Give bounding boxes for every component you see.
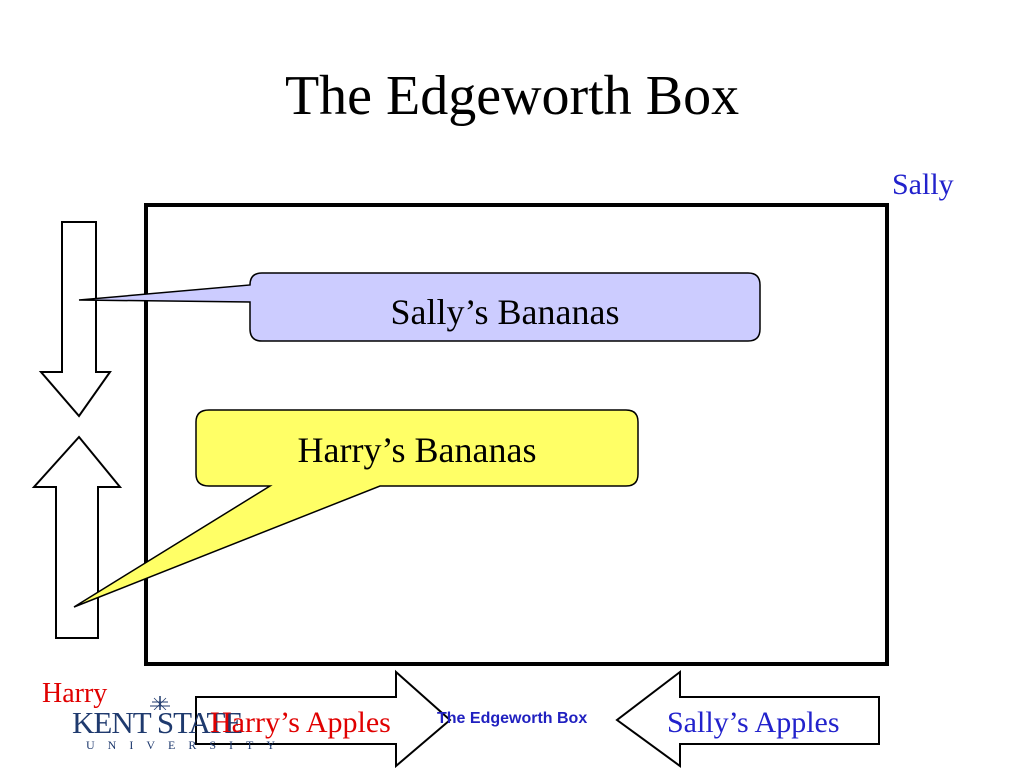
harry-bananas-label: Harry’s Bananas <box>297 430 537 470</box>
sally-owner-label: Sally <box>892 168 954 201</box>
left-arrow-icon <box>615 669 880 768</box>
logo-tower-icon <box>150 696 170 710</box>
harrys-apples-label: Harry’s Apples <box>210 706 391 739</box>
up-arrow-icon <box>31 435 123 639</box>
harry-owner-label: Harry <box>42 678 108 709</box>
footer-title: The Edgeworth Box <box>437 710 588 727</box>
down-arrow-icon <box>38 221 112 418</box>
sally-bananas-callout <box>78 272 761 342</box>
sallys-apples-label: Sally’s Apples <box>667 706 840 739</box>
harry-bananas-callout <box>73 409 639 608</box>
logo-name: KENT STATE <box>72 705 243 740</box>
sally-bananas-label: Sally’s Bananas <box>390 292 620 332</box>
logo-subtitle: UNIVERSITY <box>86 738 288 752</box>
page-title: The Edgeworth Box <box>284 65 740 127</box>
kent-state-logo: KENT STATE UNIVERSITY <box>72 696 275 756</box>
right-arrow-icon <box>195 669 452 768</box>
